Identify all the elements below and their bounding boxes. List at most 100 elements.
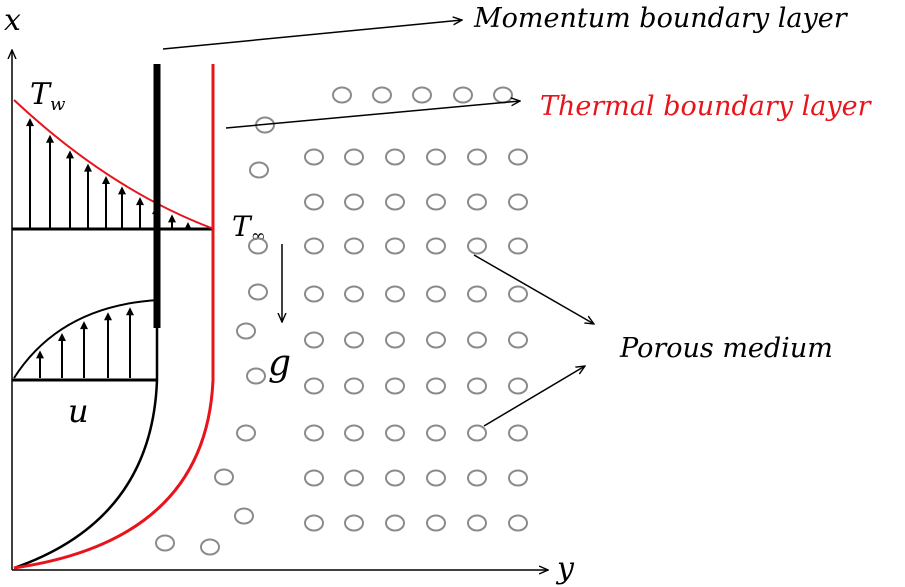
pore-circle bbox=[344, 148, 364, 166]
velocity-profile-arrows bbox=[36, 307, 134, 378]
gravity-label: g bbox=[268, 343, 291, 384]
velocity-arrowhead bbox=[58, 333, 66, 342]
pore-circle bbox=[467, 331, 487, 349]
thermal-annotation-arrow bbox=[225, 101, 520, 129]
pore-circle bbox=[426, 377, 446, 395]
pore-circle bbox=[344, 514, 364, 532]
pore-circle bbox=[344, 424, 364, 442]
momentum-boundary-layer-edge bbox=[13, 64, 159, 570]
pore-circle bbox=[508, 237, 528, 255]
pore-circle bbox=[385, 514, 405, 532]
pore-circle bbox=[385, 331, 405, 349]
pore-circle bbox=[426, 514, 446, 532]
pore-circle bbox=[304, 237, 324, 255]
pore-circle bbox=[467, 469, 487, 487]
pore-circle bbox=[426, 237, 446, 255]
pore-circle bbox=[385, 285, 405, 303]
velocity-profile-curve bbox=[13, 299, 159, 379]
pore-circle bbox=[236, 424, 256, 442]
temperature-profile-arrows bbox=[26, 118, 192, 230]
temperature-arrowhead bbox=[46, 134, 54, 143]
temperature-arrowhead bbox=[102, 176, 110, 185]
temperature-arrowhead bbox=[168, 214, 176, 223]
pore-circle bbox=[246, 367, 266, 385]
pore-circle bbox=[155, 534, 175, 552]
pore-circle bbox=[508, 424, 528, 442]
pore-circle bbox=[467, 377, 487, 395]
thermal-boundary-layer-label: Thermal boundary layer bbox=[540, 91, 873, 122]
pore-circle bbox=[426, 193, 446, 211]
pore-circle bbox=[467, 285, 487, 303]
pore-circle bbox=[426, 424, 446, 442]
porous-annotation-arrow-upper bbox=[473, 254, 594, 324]
pore-circle bbox=[236, 322, 256, 340]
pore-circle bbox=[304, 424, 324, 442]
pore-circle bbox=[385, 237, 405, 255]
pore-circle bbox=[508, 193, 528, 211]
pore-circle bbox=[344, 331, 364, 349]
pore-circle bbox=[344, 469, 364, 487]
pore-circle bbox=[426, 469, 446, 487]
pore-circle bbox=[508, 377, 528, 395]
velocity-arrowhead bbox=[80, 321, 88, 330]
pore-circle bbox=[385, 148, 405, 166]
pore-circle bbox=[332, 86, 352, 104]
pore-circle bbox=[304, 377, 324, 395]
porous-medium-label: Porous medium bbox=[619, 333, 833, 364]
pore-circle bbox=[248, 283, 268, 301]
pore-circle bbox=[344, 285, 364, 303]
pore-circle bbox=[344, 193, 364, 211]
temperature-arrowhead bbox=[118, 186, 126, 195]
pore-circle bbox=[248, 237, 268, 255]
pore-circle bbox=[304, 514, 324, 532]
velocity-arrowhead bbox=[36, 350, 44, 359]
pore-circle bbox=[372, 86, 392, 104]
y-axis-label: y bbox=[555, 551, 575, 586]
temperature-arrowhead bbox=[84, 163, 92, 172]
pore-circle bbox=[304, 331, 324, 349]
pore-circle bbox=[467, 148, 487, 166]
pore-circle bbox=[385, 469, 405, 487]
pore-circle bbox=[344, 377, 364, 395]
pore-circle bbox=[234, 507, 254, 525]
temperature-arrowhead bbox=[66, 150, 74, 159]
pore-circle bbox=[508, 285, 528, 303]
temperature-arrowhead bbox=[136, 197, 144, 206]
pore-circle bbox=[304, 285, 324, 303]
pore-circle bbox=[467, 193, 487, 211]
thermal-boundary-layer-edge bbox=[13, 64, 215, 570]
porous-medium-pores bbox=[155, 86, 528, 556]
pore-circle bbox=[426, 331, 446, 349]
velocity-arrowhead bbox=[104, 312, 112, 321]
pore-circle bbox=[385, 377, 405, 395]
temperature-arrowhead bbox=[26, 118, 34, 127]
temperature-profile-curve bbox=[13, 99, 215, 230]
pore-circle bbox=[249, 161, 269, 179]
pore-circle bbox=[304, 148, 324, 166]
momentum-annotation-arrow bbox=[162, 20, 462, 50]
pore-circle bbox=[508, 331, 528, 349]
pore-circle bbox=[344, 237, 364, 255]
pore-circle bbox=[304, 193, 324, 211]
pore-circle bbox=[385, 193, 405, 211]
temperature-arrowhead bbox=[184, 221, 192, 230]
pore-circle bbox=[467, 237, 487, 255]
pore-circle bbox=[508, 514, 528, 532]
pore-circle bbox=[508, 148, 528, 166]
velocity-label: u bbox=[68, 392, 89, 430]
pore-circle bbox=[304, 469, 324, 487]
porous-annotation-arrow-lower bbox=[483, 366, 585, 427]
pore-circle bbox=[426, 285, 446, 303]
ambient-temperature-label: T∞ bbox=[232, 210, 266, 247]
pore-circle bbox=[385, 424, 405, 442]
momentum-boundary-layer-label: Momentum boundary layer bbox=[473, 3, 849, 34]
pore-circle bbox=[214, 468, 234, 486]
x-axis-label: x bbox=[4, 3, 21, 38]
pore-circle bbox=[467, 514, 487, 532]
velocity-arrowhead bbox=[126, 307, 134, 316]
pore-circle bbox=[467, 424, 487, 442]
wall-temperature-label: Tw bbox=[30, 77, 66, 115]
pore-circle bbox=[508, 469, 528, 487]
pore-circle bbox=[426, 148, 446, 166]
